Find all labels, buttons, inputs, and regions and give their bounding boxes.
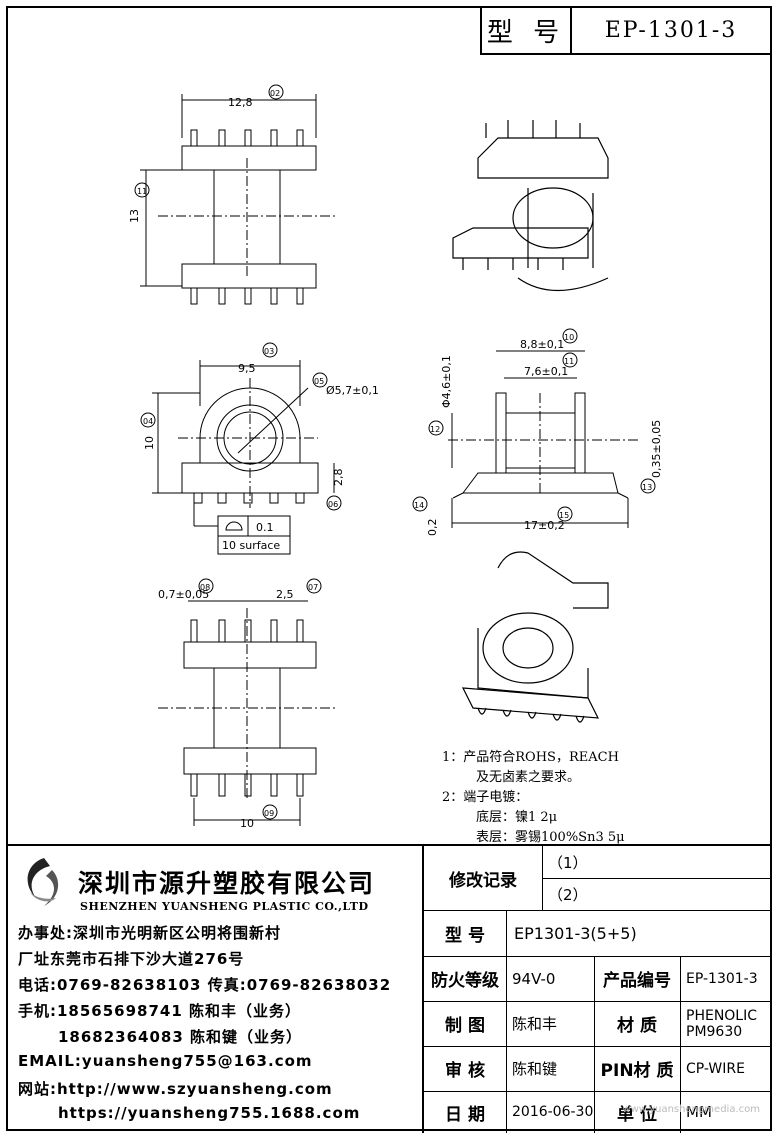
- top-view: 9,5 03 Ø5,7±0,1 05 10 04 2,8 06: [140, 342, 379, 555]
- date-value: 2016-06-30: [512, 1104, 594, 1120]
- notes: 1：产品符合ROHS，REACH 及无卤素之要求。 2：端子电镀： 底层：镍1 …: [442, 748, 625, 848]
- dim-13: 13: [128, 209, 141, 223]
- svg-text:02: 02: [270, 89, 280, 98]
- svg-text:12: 12: [430, 425, 440, 434]
- surface-label: 10 surface: [222, 539, 280, 552]
- factory-address: 厂址东莞市石排下沙大道276号: [18, 950, 245, 968]
- phone-fax: 电话:0769-82638103 传真:0769-82638032: [18, 976, 392, 994]
- dim-2-5: 2,5: [276, 588, 294, 601]
- dim-17: 17±0,2: [524, 519, 565, 532]
- drawing-sheet: 型 号 EP-1301-3 12,8 02 13 11: [6, 6, 772, 1133]
- material-label: 材 质: [617, 1016, 657, 1036]
- unit-value: MM: [686, 1103, 712, 1121]
- svg-text:09: 09: [264, 809, 274, 818]
- pin-material-value: CP-WIRE: [686, 1060, 745, 1077]
- technical-drawing: 12,8 02 13 11: [128, 84, 663, 830]
- unit-label: 单 位: [617, 1104, 657, 1125]
- isometric-view-bottom: [461, 551, 609, 723]
- dim-4-6: Φ4,6±0,1: [440, 355, 453, 408]
- revision-label: 修改记录: [449, 870, 517, 891]
- dim-0-1: 0.1: [256, 521, 274, 534]
- svg-text:06: 06: [328, 500, 338, 509]
- company-name-cn: 深圳市源升塑胶有限公司: [78, 869, 376, 898]
- drafter-value: 陈和丰: [512, 1015, 558, 1033]
- note-2-base: 底层：镍1 2μ: [476, 810, 558, 825]
- company-name-en: SHENZHEN YUANSHENG PLASTIC CO.,LTD: [80, 900, 369, 913]
- revision-2: （2）: [548, 885, 588, 904]
- dim-0-2: 0,2: [426, 519, 439, 537]
- product-number-label: 产品编号: [603, 971, 671, 991]
- model-label: 型 号: [445, 925, 485, 946]
- dim-9-5: 9,5: [238, 362, 256, 375]
- drafter-label: 制 图: [445, 1016, 485, 1036]
- title-block: 型 号 EP-1301-3: [480, 8, 770, 55]
- side-view-top: 12,8 02 13 11: [128, 84, 338, 305]
- company-logo-icon: [27, 858, 59, 906]
- company-info: 深圳市源升塑胶有限公司 SHENZHEN YUANSHENG PLASTIC C…: [8, 846, 422, 1133]
- watermark: www.yuanshengmedia.com: [622, 1104, 760, 1115]
- company-header: 深圳市源升塑胶有限公司: [16, 854, 375, 910]
- svg-text:05: 05: [314, 377, 324, 386]
- title-model-number: EP-1301-3: [604, 18, 738, 43]
- dim-2-8: 2,8: [332, 469, 345, 487]
- email: EMAIL:yuansheng755@163.com: [18, 1052, 313, 1070]
- note-2: 2：端子电镀：: [442, 790, 529, 805]
- product-number-value: EP-1301-3: [686, 970, 758, 987]
- dim-0-35: 0,35±0,05: [650, 420, 663, 478]
- svg-text:07: 07: [308, 583, 318, 592]
- footer: 深圳市源升塑胶有限公司 SHENZHEN YUANSHENG PLASTIC C…: [8, 844, 772, 1133]
- svg-text:14: 14: [414, 501, 424, 510]
- dim-12-8: 12,8: [228, 96, 253, 109]
- bottom-view: 0,7±0,05 08 2,5 07 10 09: [158, 578, 338, 830]
- dim-8-8: 8,8±0,1: [520, 338, 564, 351]
- checker-label: 审 核: [445, 1061, 485, 1081]
- svg-text:04: 04: [143, 417, 153, 426]
- fire-rating-label: 防火等级: [431, 971, 499, 991]
- website-1: 网站:http://www.szyuansheng.com: [18, 1080, 333, 1098]
- svg-text:08: 08: [200, 583, 210, 592]
- mobile-1: 手机:18565698741 陈和丰（业务）: [18, 1002, 302, 1020]
- svg-text:11: 11: [137, 187, 147, 196]
- office-address: 办事处:深圳市光明新区公明将围新村: [18, 924, 282, 942]
- note-1-cont: 及无卤素之要求。: [476, 770, 581, 785]
- svg-text:11: 11: [564, 357, 574, 366]
- date-label: 日 期: [445, 1104, 485, 1125]
- material-value-2: PM9630: [686, 1023, 743, 1040]
- website-2: https://yuansheng755.1688.com: [58, 1104, 361, 1122]
- dim-7-6: 7,6±0,1: [524, 365, 568, 378]
- dim-10-left: 10: [143, 436, 156, 450]
- svg-text:13: 13: [642, 483, 652, 492]
- front-view: 8,8±0,1 10 7,6±0,1 11 Φ4,6±0,1 12 0,35±0…: [412, 328, 663, 537]
- dim-10-bottom: 10: [240, 817, 254, 830]
- isometric-view-top: [452, 120, 609, 292]
- mobile-2: 18682364083 陈和键（业务）: [58, 1028, 303, 1046]
- revision-1: （1）: [548, 853, 588, 872]
- model-value: EP1301-3(5+5): [514, 923, 637, 943]
- checker-value: 陈和键: [512, 1060, 558, 1078]
- material-value-1: PHENOLIC: [686, 1007, 758, 1024]
- svg-text:03: 03: [264, 347, 274, 356]
- dim-0-7: 0,7±0,05: [158, 588, 209, 601]
- pin-material-label: PIN材 质: [600, 1061, 674, 1081]
- svg-text:15: 15: [559, 511, 569, 520]
- note-2-surface: 表层：雾锡100%Sn3 5μ: [476, 830, 625, 845]
- material-value: PHENOLIC PM9630: [686, 1001, 772, 1046]
- svg-text:10: 10: [564, 333, 574, 342]
- fire-rating-value: 94V-0: [512, 969, 556, 988]
- dim-5-7: Ø5,7±0,1: [326, 384, 379, 397]
- title-label: 型 号: [482, 8, 572, 53]
- note-1: 1：产品符合ROHS，REACH: [442, 750, 619, 765]
- spec-table: 修改记录 （1） （2） 型 号 EP1301-3(5+5) 防火等级 94V-…: [422, 846, 772, 1133]
